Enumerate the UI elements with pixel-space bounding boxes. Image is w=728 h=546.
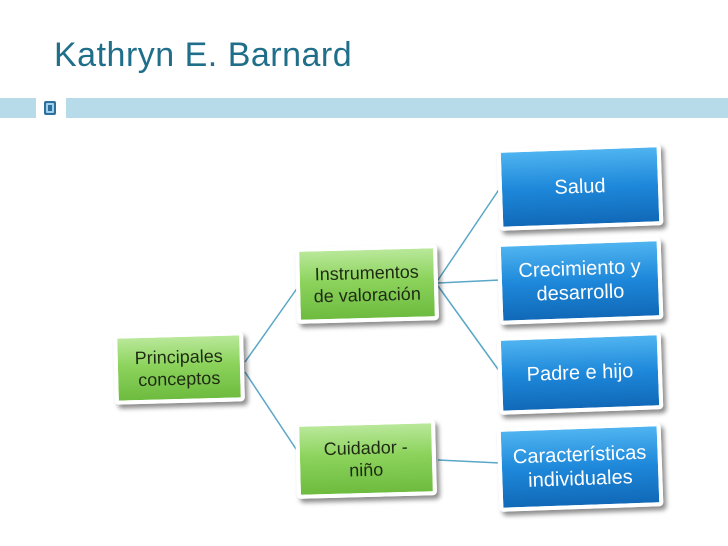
node-instrumentos-de-valoracion: Instrumentos de valoración: [295, 244, 439, 324]
title-band: [0, 98, 728, 118]
connector-root-branch2: [244, 371, 299, 453]
connector-branch1-leaf2: [437, 279, 501, 284]
connector-branch2-leaf4: [437, 459, 501, 464]
node-caracteristicas-individuales: Características individuales: [496, 422, 664, 512]
connector-root-branch1: [244, 286, 299, 363]
shield-bullet-icon: [44, 101, 56, 115]
node-padre-e-hijo: Padre e hijo: [496, 331, 664, 415]
node-cuidador-nino: Cuidador - niño: [295, 419, 437, 499]
connector-branch1-leaf3: [437, 285, 501, 373]
node-crecimiento-y-desarrollo: Crecimiento y desarrollo: [496, 237, 664, 325]
slide-title: Kathryn E. Barnard: [54, 36, 353, 74]
node-principales-conceptos: Principales conceptos: [113, 331, 245, 405]
connector-branch1-leaf1: [437, 187, 501, 281]
node-salud: Salud: [496, 143, 664, 231]
